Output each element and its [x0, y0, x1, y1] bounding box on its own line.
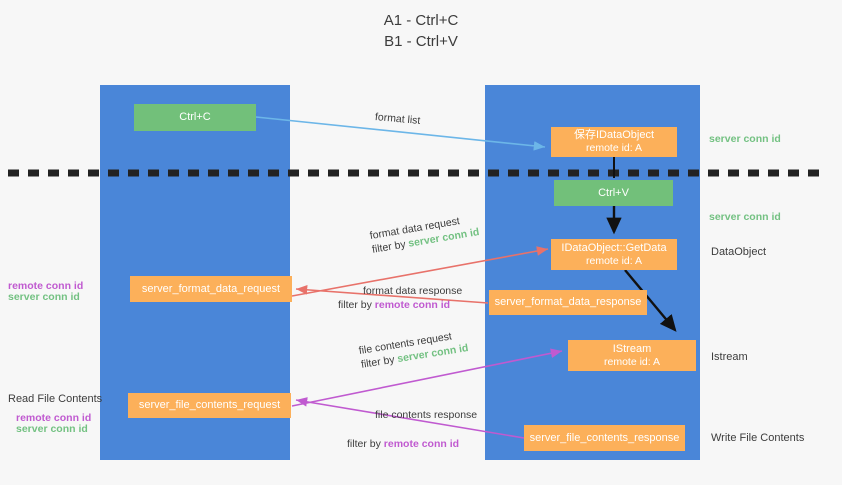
- edge-label-file-contents-response: file contents response filter by remote …: [347, 408, 478, 451]
- edge-file-contents-response-line1: file contents response: [375, 409, 478, 421]
- edge-label-format-data-response: format data response filter by remote co…: [338, 284, 463, 312]
- box-server-file-contents-request-label: server_file_contents_request: [138, 399, 281, 411]
- box-getdata-line2: remote id: A: [585, 254, 643, 267]
- edge-label-format-list-text: format list: [374, 111, 421, 127]
- box-server-file-contents-request[interactable]: server_file_contents_request: [128, 393, 291, 418]
- box-ctrl-c[interactable]: Ctrl+C: [134, 104, 256, 131]
- box-getdata[interactable]: IDataObject::GetData remote id: A: [551, 239, 677, 270]
- edge-format-data-response-line2: filter by remote conn id: [338, 298, 462, 312]
- left-label-remote-conn-id-1: remote conn id: [8, 280, 84, 292]
- edge-format-data-response-line1: format data response: [363, 285, 463, 297]
- title-line-1: A1 - Ctrl+C: [383, 12, 459, 29]
- page-title: A1 - Ctrl+C B1 - Ctrl+V: [0, 10, 842, 52]
- left-label-read-file-contents: Read File Contents: [8, 393, 103, 405]
- right-label-server-conn-id-mid: server conn id: [709, 211, 781, 223]
- box-idataobject-line1: 保存IDataObject: [573, 129, 655, 141]
- right-label-write-file-contents: Write File Contents: [711, 432, 805, 444]
- right-label-istream: Istream: [711, 351, 748, 363]
- box-server-file-contents-response-label: server_file_contents_response: [529, 431, 680, 444]
- right-label-server-conn-id-top: server conn id: [709, 133, 781, 145]
- edge-format-data-response-prefix: filter by: [338, 299, 375, 311]
- box-server-format-data-response-label: server_format_data_response: [494, 296, 642, 308]
- edge-label-format-data-request: format data request filter by server con…: [369, 211, 481, 257]
- box-ctrl-c-label: Ctrl+C: [179, 111, 211, 123]
- box-idataobject[interactable]: 保存IDataObject remote id: A: [551, 127, 677, 157]
- box-ctrl-v[interactable]: Ctrl+V: [554, 180, 673, 206]
- edge-label-format-list: format list: [374, 110, 421, 128]
- right-label-dataobject: DataObject: [711, 246, 767, 258]
- box-getdata-line1: IDataObject::GetData: [561, 241, 667, 254]
- box-istream[interactable]: IStream remote id: A: [568, 340, 696, 371]
- left-label-server-conn-id-1: server conn id: [8, 291, 80, 303]
- left-label-server-conn-id-2: server conn id: [16, 423, 88, 435]
- box-server-format-data-response[interactable]: server_format_data_response: [489, 290, 647, 315]
- edge-file-contents-response-value: remote conn id: [383, 438, 460, 450]
- edge-format-data-response-value: remote conn id: [374, 299, 451, 311]
- box-ctrl-v-label: Ctrl+V: [598, 186, 629, 199]
- box-istream-line2: remote id: A: [603, 355, 661, 368]
- left-label-remote-conn-id-2: remote conn id: [16, 412, 92, 424]
- box-server-format-data-request[interactable]: server_format_data_request: [130, 276, 292, 302]
- edge-file-contents-response-prefix: filter by: [347, 438, 384, 450]
- box-idataobject-line2: remote id: A: [585, 142, 643, 154]
- box-istream-line1: IStream: [612, 342, 652, 355]
- box-server-format-data-request-label: server_format_data_request: [141, 282, 281, 295]
- box-server-file-contents-response[interactable]: server_file_contents_response: [524, 425, 685, 451]
- title-line-2: B1 - Ctrl+V: [384, 33, 458, 50]
- edge-label-file-contents-request: file contents request filter by server c…: [358, 327, 470, 372]
- edge-file-contents-response-line2: filter by remote conn id: [347, 437, 477, 451]
